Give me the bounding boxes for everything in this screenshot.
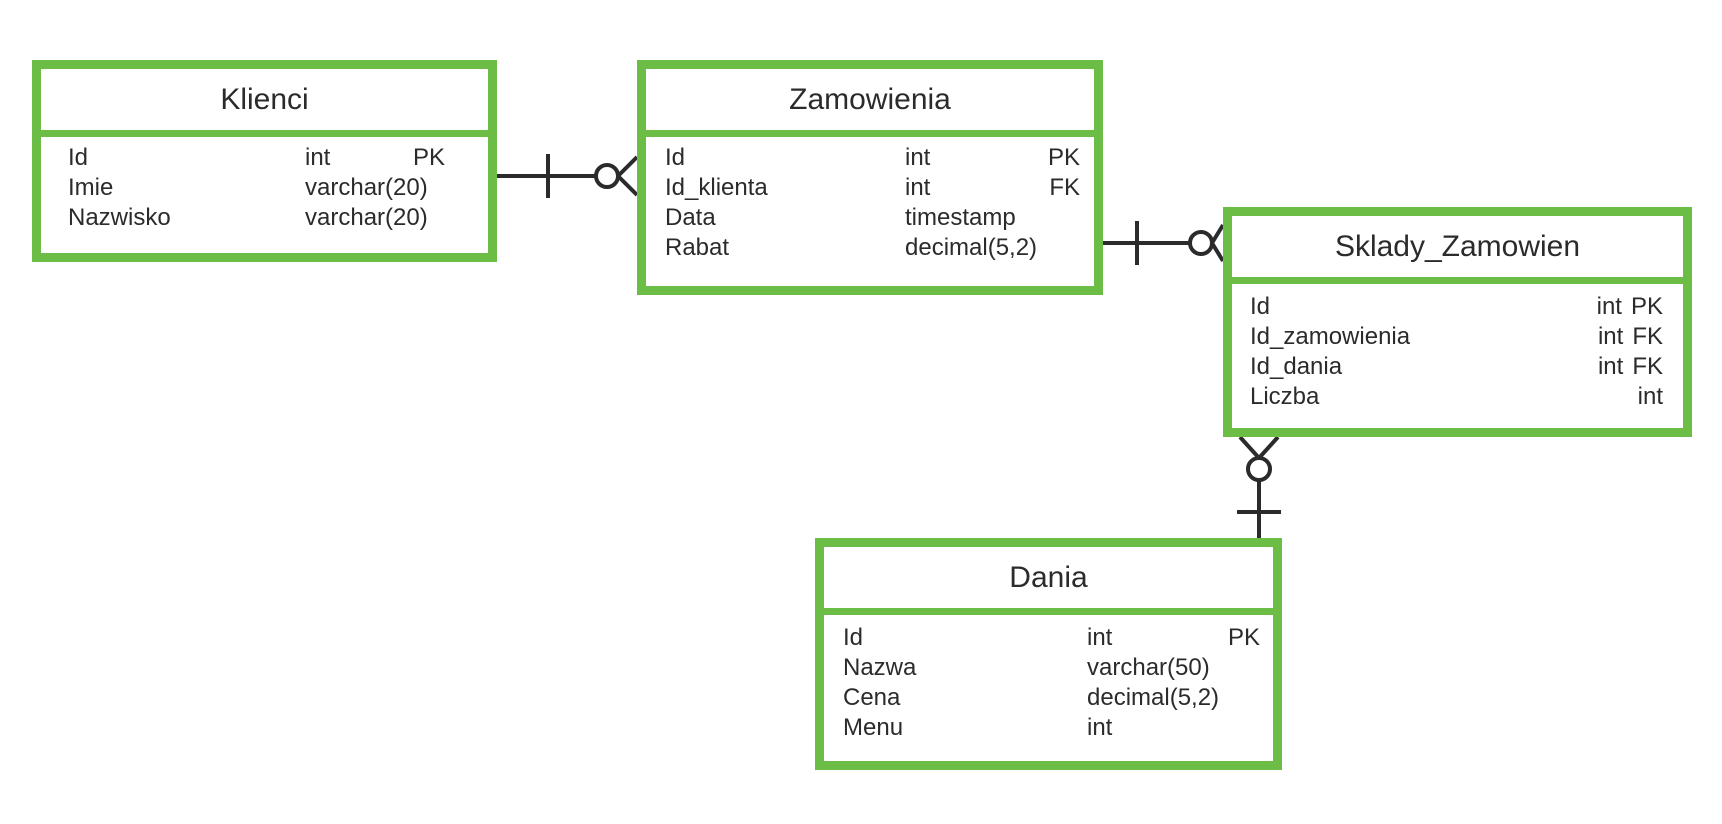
attribute-list: Id int PK Id_zamowienia int FK Id_dania … [1232, 284, 1683, 412]
attribute-name: Cena [843, 684, 901, 711]
cardinality-zero-icon [1246, 456, 1272, 482]
attribute-key: PK [412, 144, 445, 171]
attribute-row: Nazwisko varchar(20) [68, 203, 445, 233]
attribute-list: Id int PK Id_klienta int FK Data timesta… [646, 137, 1094, 263]
entity-sklady-zamowien: Sklady_Zamowien Id int PK Id_zamowienia … [1223, 207, 1692, 437]
attribute-type: decimal(5,2) [1087, 684, 1220, 711]
attribute-list: Id int PK Imie varchar(20) Nazwisko varc… [41, 137, 488, 233]
attribute-name: Id_dania [1250, 353, 1343, 380]
attribute-key: PK [1047, 144, 1080, 171]
relationship-zamowienia-sklady [1103, 221, 1225, 265]
attribute-row: Id_zamowienia int FK [1250, 322, 1663, 352]
attribute-key: PK [1227, 624, 1260, 651]
attribute-name: Menu [843, 714, 904, 741]
attribute-row: Id int PK [665, 143, 1080, 173]
attribute-name: Data [665, 204, 716, 231]
cardinality-many-crowfoot-icon [1238, 435, 1280, 460]
attribute-row: Id_klienta int FK [665, 173, 1080, 203]
attribute-row: Id_dania int FK [1250, 352, 1663, 382]
attribute-name: Id [68, 144, 89, 171]
attribute-name: Imie [68, 174, 114, 201]
cardinality-zero-icon [1188, 230, 1214, 256]
attribute-type: int [1087, 624, 1113, 651]
entity-title: Klienci [41, 69, 488, 137]
attribute-name: Rabat [665, 234, 730, 261]
attribute-row: Cena decimal(5,2) [843, 683, 1260, 713]
attribute-key: FK [1049, 174, 1080, 201]
attribute-type: varchar(50) [1087, 654, 1210, 681]
cardinality-many-crowfoot-icon [1210, 223, 1225, 263]
relationship-sklady-dania [1237, 435, 1281, 538]
attribute-name: Nazwisko [68, 204, 171, 231]
attribute-row: Liczba int [1250, 382, 1663, 412]
attribute-row: Id int PK [68, 143, 445, 173]
cardinality-many-crowfoot-icon [616, 155, 639, 197]
entity-title: Sklady_Zamowien [1232, 216, 1683, 284]
attribute-row: Id int PK [1250, 292, 1663, 322]
attribute-type: decimal(5,2) [905, 234, 1038, 261]
attribute-row: Data timestamp [665, 203, 1080, 233]
entity-title: Dania [824, 547, 1273, 615]
attribute-type: varchar(20) [305, 204, 428, 231]
attribute-row: Nazwa varchar(50) [843, 653, 1260, 683]
attribute-key: FK [1632, 353, 1663, 380]
attribute-name: Id [843, 624, 864, 651]
attribute-type: int [1597, 323, 1624, 350]
entity-dania: Dania Id int PK Nazwa varchar(50) Cena d… [815, 538, 1282, 770]
attribute-name: Id_klienta [665, 174, 768, 201]
attribute-type: timestamp [905, 204, 1016, 231]
attribute-key: PK [1630, 293, 1663, 320]
attribute-type: int [1637, 383, 1663, 410]
attribute-type: int [305, 144, 331, 171]
attribute-list: Id int PK Nazwa varchar(50) Cena decimal… [824, 615, 1273, 743]
attribute-name: Id [1250, 293, 1271, 320]
attribute-row: Imie varchar(20) [68, 173, 445, 203]
attribute-row: Id int PK [843, 623, 1260, 653]
attribute-type: int [1596, 293, 1622, 320]
entity-klienci: Klienci Id int PK Imie varchar(20) Nazwi… [32, 60, 497, 262]
attribute-name: Nazwa [843, 654, 917, 681]
attribute-name: Id [665, 144, 686, 171]
relationship-klienci-zamowienia [497, 154, 639, 198]
attribute-row: Rabat decimal(5,2) [665, 233, 1080, 263]
entity-zamowienia: Zamowienia Id int PK Id_klienta int FK D… [637, 60, 1103, 295]
attribute-type: varchar(20) [305, 174, 428, 201]
attribute-key: FK [1632, 323, 1663, 350]
entity-title: Zamowienia [646, 69, 1094, 137]
attribute-row: Menu int [843, 713, 1260, 743]
attribute-type: int [1597, 353, 1624, 380]
attribute-type: int [905, 144, 931, 171]
cardinality-zero-icon [594, 163, 620, 189]
attribute-name: Id_zamowienia [1250, 323, 1411, 350]
attribute-type: int [905, 174, 931, 201]
attribute-type: int [1087, 714, 1113, 741]
attribute-name: Liczba [1250, 383, 1320, 410]
